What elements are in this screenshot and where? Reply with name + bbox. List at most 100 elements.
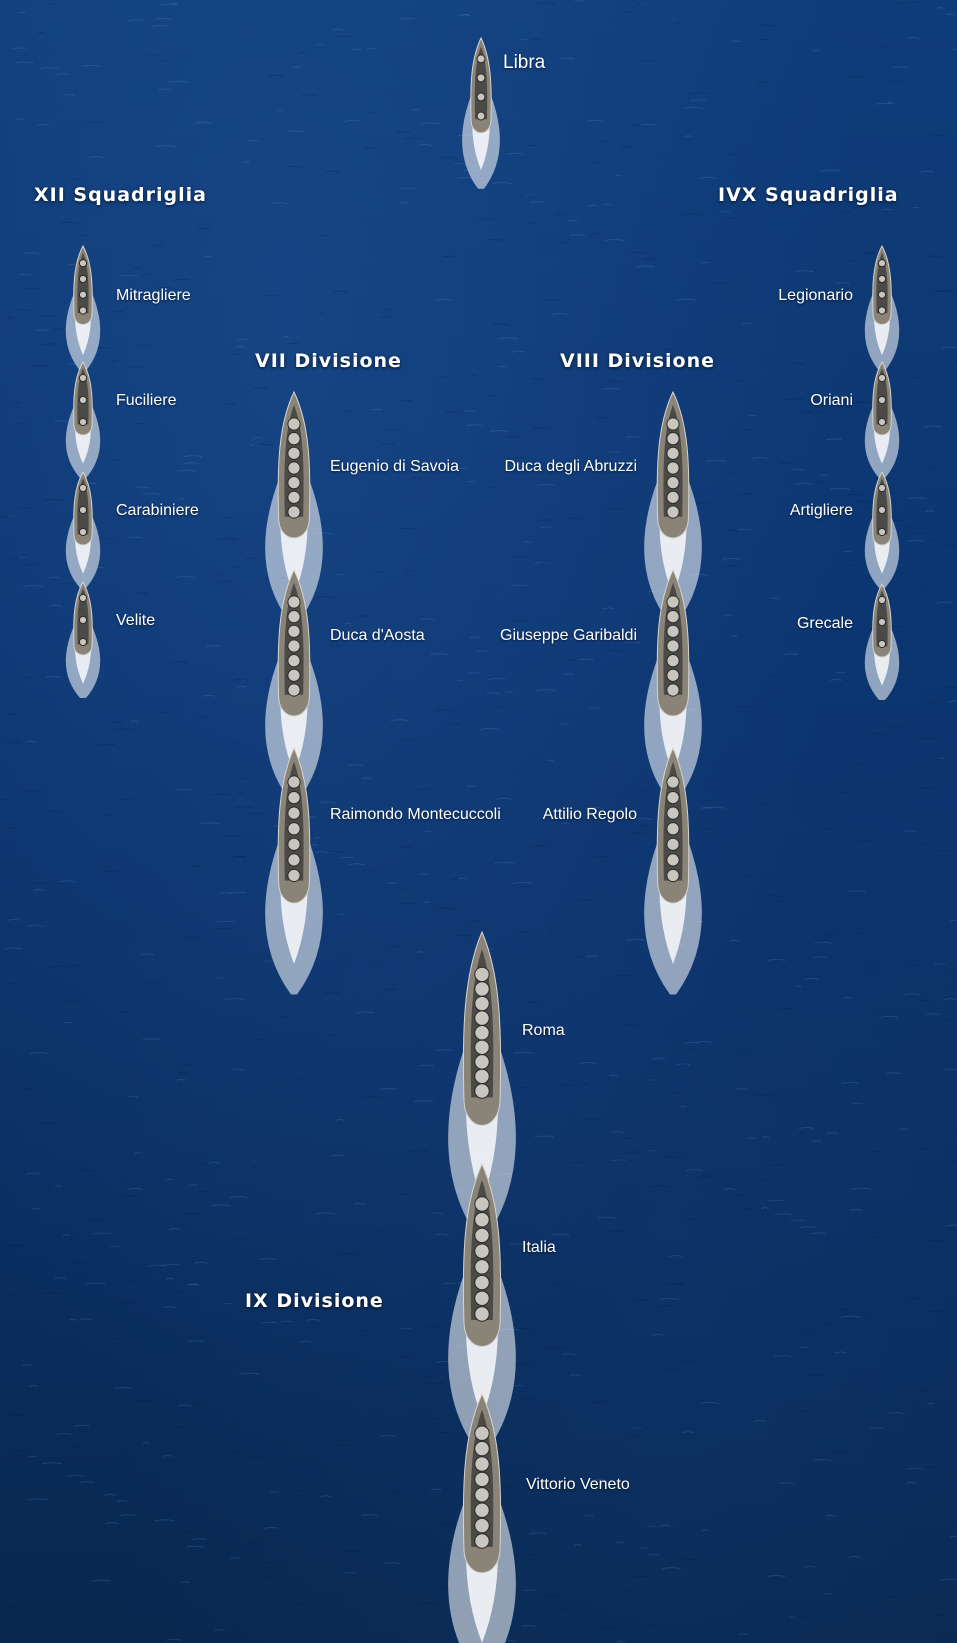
turret-duca-degli-abruzzi bbox=[666, 446, 680, 460]
turret-mitragliere bbox=[78, 290, 88, 299]
group-title-viii-divisione: VIII Divisione bbox=[560, 350, 715, 372]
turret-fuciliere bbox=[78, 373, 88, 383]
turret-italia bbox=[474, 1212, 490, 1228]
turret-duca-degli-abruzzi bbox=[666, 432, 680, 446]
ship-label-fuciliere: Fuciliere bbox=[116, 392, 177, 409]
turret-vittorio-veneto bbox=[474, 1533, 490, 1549]
turret-duca-d-aosta bbox=[287, 639, 301, 653]
ship-duca-d-aosta bbox=[265, 568, 323, 802]
turret-carabiniere bbox=[78, 527, 88, 537]
turret-duca-degli-abruzzi bbox=[666, 505, 680, 519]
turret-roma bbox=[474, 1010, 490, 1026]
turret-mitragliere bbox=[78, 274, 88, 284]
turret-duca-d-aosta bbox=[287, 624, 301, 638]
turret-raimondo-montecuccoli bbox=[287, 775, 301, 789]
turret-roma bbox=[474, 966, 490, 983]
turret-oriani bbox=[877, 417, 887, 427]
turret-vittorio-veneto bbox=[474, 1502, 490, 1518]
turret-roma bbox=[474, 1039, 490, 1055]
turret-duca-d-aosta bbox=[287, 683, 301, 697]
turret-attilio-regolo bbox=[666, 806, 680, 820]
turret-giuseppe-garibaldi bbox=[666, 639, 680, 653]
turret-eugenio-di-savoia bbox=[287, 461, 301, 475]
turret-duca-degli-abruzzi bbox=[666, 476, 680, 490]
turret-italia bbox=[474, 1259, 490, 1275]
turret-artigliere bbox=[877, 483, 887, 493]
ship-mitragliere bbox=[65, 244, 101, 371]
ship-label-raimondo-montecuccoli: Raimondo Montecuccoli bbox=[330, 806, 501, 823]
turret-vittorio-veneto bbox=[474, 1487, 490, 1503]
turret-raimondo-montecuccoli bbox=[287, 806, 301, 820]
turret-libra bbox=[476, 92, 486, 102]
turret-raimondo-montecuccoli bbox=[287, 837, 301, 851]
ship-label-vittorio-veneto: Vittorio Veneto bbox=[526, 1476, 630, 1493]
turret-roma bbox=[474, 981, 490, 997]
turret-giuseppe-garibaldi bbox=[666, 624, 680, 638]
turret-raimondo-montecuccoli bbox=[287, 822, 301, 836]
turret-vittorio-veneto bbox=[474, 1517, 490, 1534]
turret-artigliere bbox=[877, 505, 887, 515]
ship-label-giuseppe-garibaldi: Giuseppe Garibaldi bbox=[500, 627, 637, 644]
ship-oriani bbox=[864, 360, 900, 478]
turret-raimondo-montecuccoli bbox=[287, 853, 301, 867]
ship-fuciliere bbox=[65, 360, 101, 478]
deck-duca-degli-abruzzi bbox=[663, 404, 683, 517]
deck-giuseppe-garibaldi bbox=[663, 582, 683, 695]
turret-velite bbox=[78, 615, 88, 625]
turret-duca-d-aosta bbox=[287, 668, 301, 682]
deck-duca-d-aosta bbox=[284, 582, 304, 695]
turret-legionario bbox=[877, 290, 887, 299]
ship-giuseppe-garibaldi bbox=[644, 568, 702, 802]
turret-roma bbox=[474, 1025, 490, 1041]
ship-duca-degli-abruzzi bbox=[644, 390, 702, 624]
ship-label-roma: Roma bbox=[522, 1022, 565, 1039]
turret-eugenio-di-savoia bbox=[287, 505, 301, 519]
turret-legionario bbox=[877, 306, 887, 315]
turret-duca-d-aosta bbox=[287, 654, 301, 668]
ship-label-italia: Italia bbox=[522, 1239, 556, 1256]
turret-eugenio-di-savoia bbox=[287, 446, 301, 460]
turret-carabiniere bbox=[78, 505, 88, 515]
ship-label-carabiniere: Carabiniere bbox=[116, 502, 199, 519]
ship-grecale bbox=[864, 582, 900, 700]
turret-libra bbox=[476, 54, 486, 64]
turret-attilio-regolo bbox=[666, 837, 680, 851]
turret-oriani bbox=[877, 395, 887, 405]
turret-duca-d-aosta bbox=[287, 610, 301, 624]
turret-vittorio-veneto bbox=[474, 1471, 490, 1488]
ship-label-duca-degli-abruzzi: Duca degli Abruzzi bbox=[504, 458, 637, 475]
turret-oriani bbox=[877, 373, 887, 383]
group-title-ivx-squadriglia: IVX Squadriglia bbox=[718, 184, 899, 206]
turret-attilio-regolo bbox=[666, 853, 680, 867]
turret-fuciliere bbox=[78, 417, 88, 427]
turret-vittorio-veneto bbox=[474, 1425, 490, 1441]
ship-label-attilio-regolo: Attilio Regolo bbox=[542, 806, 637, 823]
turret-legionario bbox=[877, 274, 887, 284]
turret-grecale bbox=[877, 595, 887, 605]
turret-italia bbox=[474, 1306, 490, 1322]
turret-attilio-regolo bbox=[666, 790, 680, 805]
ship-libra bbox=[462, 36, 500, 189]
turret-duca-degli-abruzzi bbox=[666, 490, 680, 504]
turret-duca-d-aosta bbox=[287, 595, 301, 609]
turret-attilio-regolo bbox=[666, 868, 680, 883]
turret-libra bbox=[476, 73, 486, 83]
turret-attilio-regolo bbox=[666, 775, 680, 789]
turret-fuciliere bbox=[78, 395, 88, 405]
turret-giuseppe-garibaldi bbox=[666, 595, 680, 609]
turret-velite bbox=[78, 593, 88, 603]
turret-grecale bbox=[877, 639, 887, 649]
turret-eugenio-di-savoia bbox=[287, 432, 301, 446]
ship-vittorio-veneto bbox=[448, 1392, 516, 1643]
group-title-vii-divisione: VII Divisione bbox=[255, 350, 402, 372]
ship-roma bbox=[448, 930, 516, 1240]
turret-raimondo-montecuccoli bbox=[287, 790, 301, 805]
turret-eugenio-di-savoia bbox=[287, 490, 301, 504]
turret-italia bbox=[474, 1243, 490, 1259]
ship-label-oriani: Oriani bbox=[810, 392, 853, 409]
ship-label-legionario: Legionario bbox=[778, 287, 853, 304]
turret-italia bbox=[474, 1196, 490, 1212]
ship-italia bbox=[448, 1162, 516, 1454]
turret-italia bbox=[474, 1227, 490, 1244]
